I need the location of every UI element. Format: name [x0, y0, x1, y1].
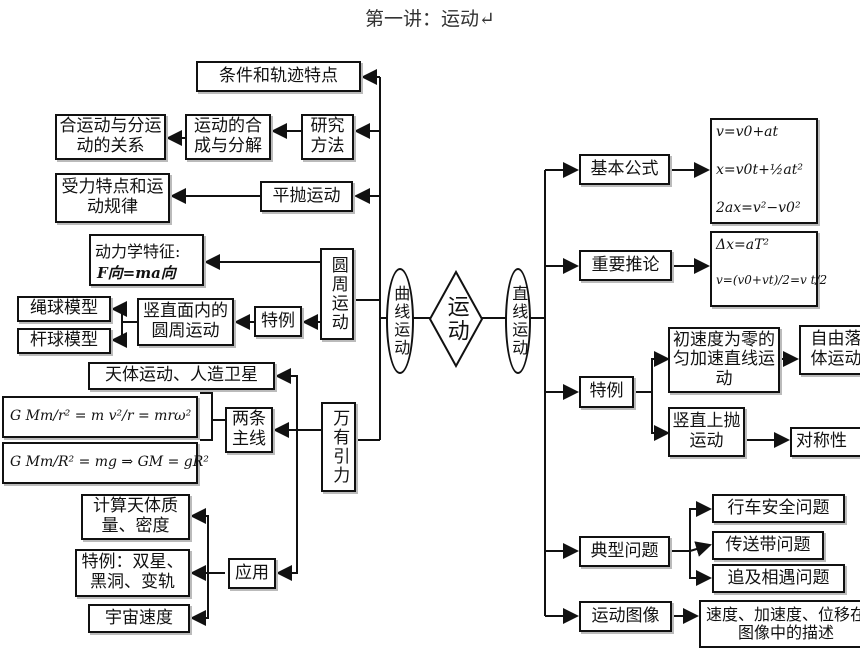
- linear-motion-node: 直线运动: [505, 268, 531, 374]
- curve-motion-node: 曲线运动: [386, 268, 414, 374]
- projectile-node: 平抛运动: [260, 181, 353, 212]
- graphs-node: 运动图像: [579, 601, 672, 632]
- free-fall-node: 自由落体运动: [799, 325, 860, 375]
- gravitation-node: 万有引力: [321, 402, 356, 492]
- method-node: 研究方法: [301, 114, 354, 160]
- compose-node: 运动的合成与分解: [185, 114, 271, 160]
- projectile-features-node: 受力特点和运动规律: [55, 173, 170, 223]
- inference-formulas-box: Δx=aT² v=(v0+vt)/2=v t/2: [710, 231, 827, 307]
- application-node: 应用: [228, 558, 276, 589]
- dynamics-title: 动力学特征:: [95, 242, 181, 261]
- app-item-special: 特例：双星、黑洞、变轨: [75, 549, 190, 597]
- formula2-box: G Mm/R² = mg ⇒ GM = gR²: [2, 442, 209, 484]
- relation-node: 合运动与分运动的关系: [55, 114, 166, 160]
- circular-special-node: 特例: [254, 306, 302, 337]
- page-title: 第一讲：运动↵: [365, 8, 495, 30]
- dynamics-box: 动力学特征: F向=ma向: [89, 234, 204, 286]
- formula2: G Mm/R² = mg ⇒ GM = gR²: [10, 454, 209, 470]
- vertical-up-node: 竖直上抛运动: [668, 407, 745, 457]
- vertical-circle-node: 竖直面内的圆周运动: [137, 298, 234, 346]
- uniform-accel-node: 初速度为零的匀加速直线运动: [668, 327, 780, 393]
- rod-model-node: 杆球模型: [17, 328, 111, 354]
- dynamics-formula: F向=ma向: [97, 264, 176, 282]
- inference-formula-2: v=(v0+vt)/2=v t/2: [716, 273, 828, 287]
- basic-formulas-box: v=v0+at x=v0t+½at² 2ax=v²−v0²: [710, 118, 818, 224]
- app-item-cosmic-speed: 宇宙速度: [88, 604, 190, 633]
- basic-formula-1: v=v0+at: [716, 124, 779, 140]
- center-node: 运动: [443, 295, 469, 343]
- typical-node: 典型问题: [579, 536, 670, 567]
- app-item-mass: 计算天体质量、密度: [81, 494, 190, 540]
- basic-formula-node: 基本公式: [579, 154, 670, 185]
- formula1-box: G Mm/r² = m v²/r = mrω²: [2, 396, 198, 438]
- center-diamond: [428, 270, 484, 368]
- typical-item-conveyor: 传送带问题: [712, 531, 824, 560]
- typical-item-safety: 行车安全问题: [712, 494, 845, 523]
- typical-item-pursuit: 追及相遇问题: [712, 564, 845, 593]
- rope-model-node: 绳球模型: [17, 296, 111, 322]
- formula1: G Mm/r² = m v²/r = mrω²: [10, 408, 192, 424]
- circular-node: 圆周运动: [320, 248, 354, 340]
- linear-special-node: 特例: [579, 376, 634, 408]
- conditions-node: 条件和轨迹特点: [196, 61, 361, 92]
- celestial-node: 天体运动、人造卫星: [88, 362, 275, 390]
- symmetry-node: 对称性: [790, 427, 860, 457]
- inference-node: 重要推论: [579, 250, 672, 281]
- two-lines-node: 两条主线: [225, 407, 273, 453]
- basic-formula-2: x=v0t+½at²: [716, 162, 803, 178]
- graphs-desc-node: 速度、加速度、位移在图像中的描述: [699, 600, 860, 648]
- basic-formula-3: 2ax=v²−v0²: [716, 200, 801, 216]
- inference-formula-1: Δx=aT²: [716, 237, 770, 253]
